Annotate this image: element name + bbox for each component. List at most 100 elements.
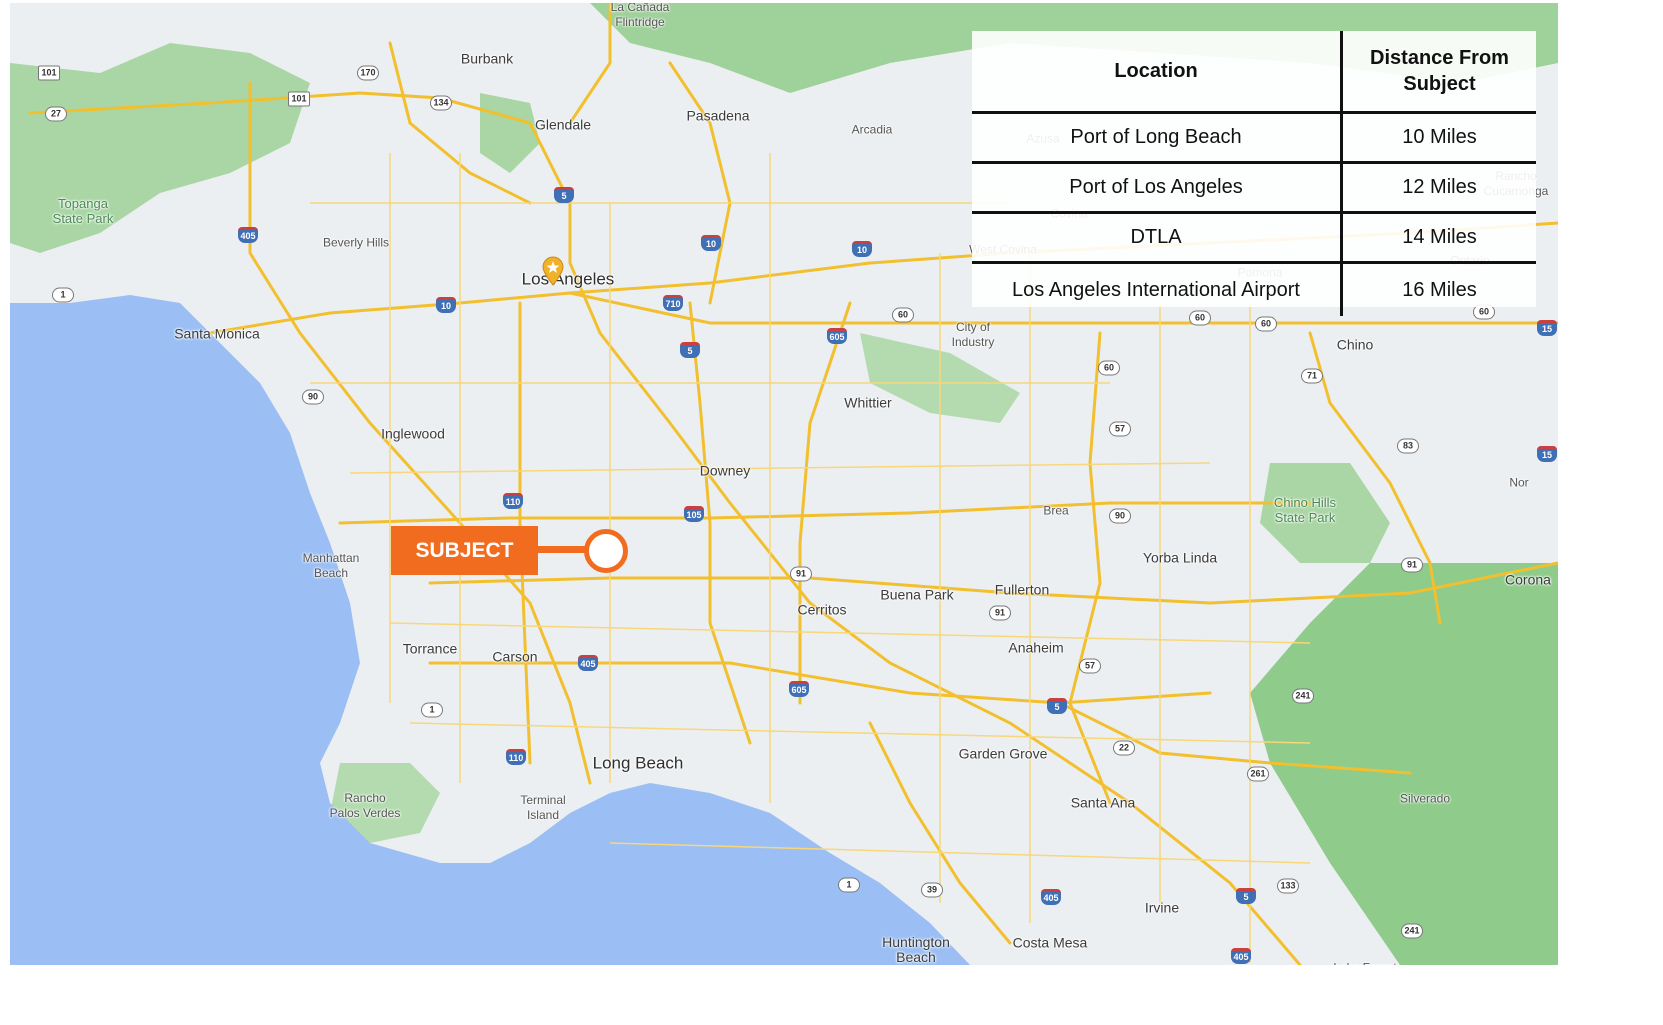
place-label: Cerritos: [797, 601, 847, 618]
arterial-roads: [310, 153, 1311, 963]
table-row: Port of Los Angeles 12 Miles: [972, 162, 1536, 214]
route-shield-icon: 405: [1041, 889, 1061, 905]
table-row: Port of Long Beach 10 Miles: [972, 112, 1536, 164]
pacific-ocean: [10, 295, 970, 965]
route-shield-icon: 5: [680, 342, 700, 358]
route-shield-icon: 10: [852, 241, 872, 257]
route-shield-icon: 27: [45, 106, 67, 122]
route-shield-icon: 105: [684, 506, 704, 522]
place-label: Beverly Hills: [322, 235, 390, 250]
subject-location-marker[interactable]: [584, 529, 628, 573]
place-label: Burbank: [460, 50, 514, 67]
subject-label: SUBJECT: [391, 526, 538, 575]
place-label: Downey: [699, 462, 751, 479]
table-cell-distance: 14 Miles: [1340, 212, 1536, 264]
table-row: Los Angeles International Airport 16 Mil…: [972, 262, 1536, 316]
palos-verdes-hills: [330, 763, 440, 843]
place-label: Costa Mesa: [1012, 934, 1088, 951]
place-label: Lake Forest: [1333, 961, 1396, 966]
table-cell-location: DTLA: [972, 212, 1342, 264]
place-label: Pasadena: [686, 107, 750, 124]
route-shield-icon: 170: [357, 65, 379, 81]
route-shield-icon: 22: [1113, 740, 1135, 756]
route-shield-icon: 133: [1277, 878, 1299, 894]
place-label: Silverado: [1399, 791, 1451, 806]
place-label: Inglewood: [381, 425, 445, 442]
route-shield-icon: 241: [1292, 688, 1314, 704]
table-cell-distance: 12 Miles: [1340, 162, 1536, 214]
place-label: Irvine: [1144, 899, 1180, 916]
place-label: Buena Park: [880, 586, 954, 603]
table-cell-distance: 16 Miles: [1340, 262, 1536, 316]
los-angeles-star-icon: [542, 256, 564, 286]
route-shield-icon: 110: [506, 749, 526, 765]
place-label: Whittier: [844, 394, 892, 411]
place-label: Arcadia: [851, 122, 893, 137]
route-shield-icon: 57: [1079, 658, 1101, 674]
place-label: Santa Ana: [1070, 794, 1136, 811]
table-cell-distance: 10 Miles: [1340, 112, 1536, 164]
route-shield-icon: 101: [38, 65, 60, 81]
route-shield-icon: 110: [503, 493, 523, 509]
place-label: Torrance: [402, 640, 458, 657]
santa-ana-mountains: [1250, 563, 1558, 965]
route-shield-icon: 5: [1236, 888, 1256, 904]
route-shield-icon: 15: [1537, 446, 1557, 462]
route-shield-icon: 241: [1401, 923, 1423, 939]
place-label: Los Angeles: [521, 269, 615, 289]
place-label: Chino: [1336, 336, 1374, 353]
table-cell-location: Port of Los Angeles: [972, 162, 1342, 214]
route-shield-icon: 60: [1255, 316, 1277, 332]
route-shield-icon: 60: [892, 307, 914, 323]
route-shield-icon: 91: [1401, 557, 1423, 573]
place-label: Long Beach: [592, 753, 684, 773]
route-shield-icon: 10: [701, 235, 721, 251]
route-shield-icon: 405: [1231, 948, 1251, 964]
location-column-header: Location: [972, 31, 1342, 114]
route-shield-icon: 605: [827, 328, 847, 344]
route-shield-icon: 71: [1301, 368, 1323, 384]
route-shield-icon: 60: [1098, 360, 1120, 376]
place-label: Nor: [1509, 475, 1529, 490]
subject-connector-line: [538, 546, 586, 553]
place-label: Anaheim: [1008, 639, 1064, 656]
route-shield-icon: 101: [288, 91, 310, 107]
route-shield-icon: 15: [1537, 320, 1557, 336]
place-label: Brea: [1043, 503, 1069, 518]
route-shield-icon: 1: [421, 702, 443, 718]
route-shield-icon: 1: [838, 877, 860, 893]
table-row: DTLA 14 Miles: [972, 212, 1536, 264]
place-label: Carson: [492, 648, 538, 665]
route-shield-icon: 39: [921, 882, 943, 898]
route-shield-icon: 710: [663, 295, 683, 311]
route-shield-icon: 90: [302, 389, 324, 405]
route-shield-icon: 134: [430, 95, 452, 111]
route-shield-icon: 405: [238, 227, 258, 243]
route-shield-icon: 83: [1397, 438, 1419, 454]
route-shield-icon: 91: [790, 566, 812, 582]
san-gabriel-mountains: [590, 3, 1558, 93]
place-label: Yorba Linda: [1142, 549, 1218, 566]
place-label: Fullerton: [994, 581, 1050, 598]
place-label: Glendale: [534, 116, 592, 133]
route-shield-icon: 605: [789, 681, 809, 697]
route-shield-icon: 10: [436, 297, 456, 313]
place-label: Santa Monica: [174, 325, 260, 342]
route-shield-icon: 405: [578, 655, 598, 671]
chino-hills: [1260, 463, 1390, 563]
table-cell-location: Port of Long Beach: [972, 112, 1342, 164]
route-shield-icon: 90: [1109, 508, 1131, 524]
route-shield-icon: 1: [52, 287, 74, 303]
place-label: Corona: [1505, 571, 1551, 588]
